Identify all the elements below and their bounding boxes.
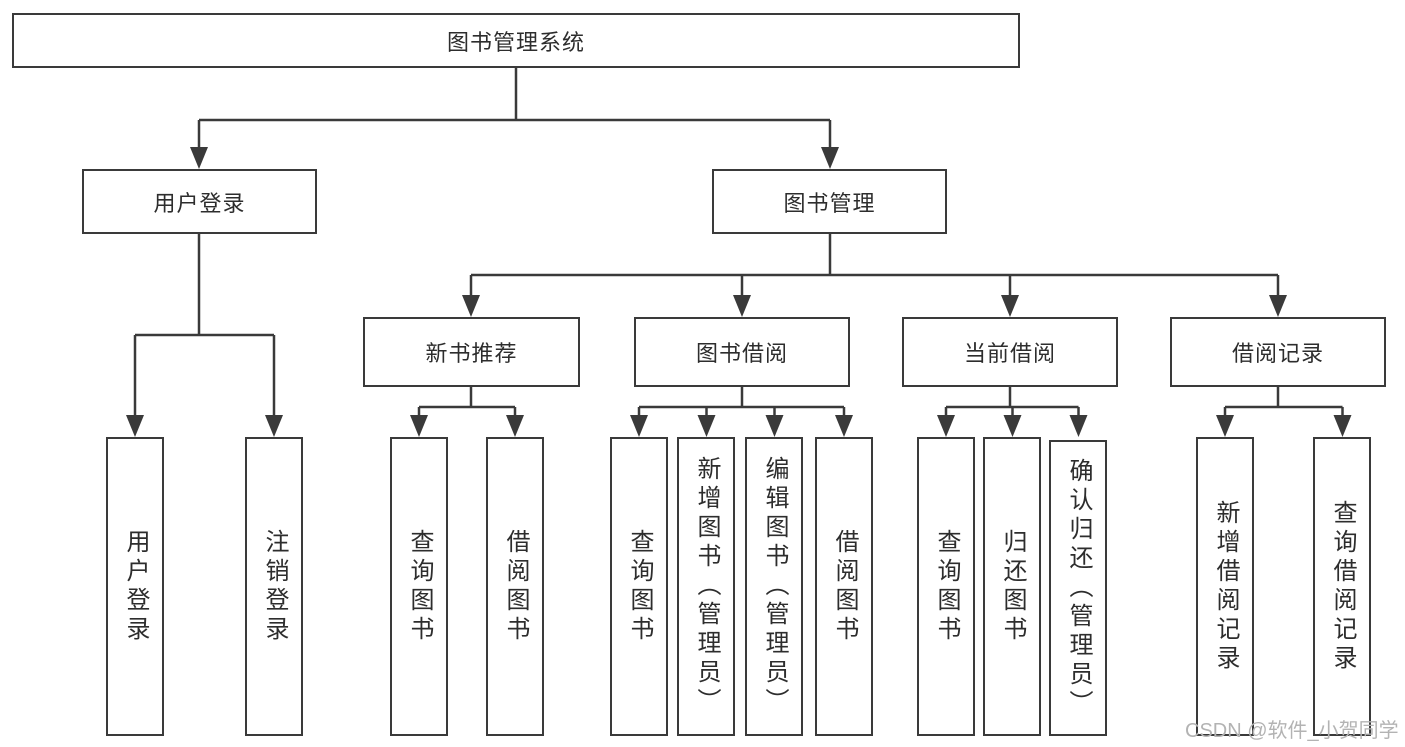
node-book-borrow: 图书借阅 xyxy=(634,317,850,387)
leaf-return-books: 归还图书 xyxy=(983,437,1041,736)
leaf-logout: 注销登录 xyxy=(245,437,303,736)
leaf-add-books-admin: 新增图书（管理员） xyxy=(677,437,735,736)
node-label: 图书管理 xyxy=(783,190,876,216)
leaf-confirm-return-admin: 确认归还（管理员） xyxy=(1049,440,1107,736)
node-book-management: 图书管理 xyxy=(712,169,947,234)
leaf-query-borrow-record: 查询借阅记录 xyxy=(1313,437,1371,736)
leaf-label: 用户登录 xyxy=(122,528,149,645)
leaf-label: 借阅图书 xyxy=(502,528,529,645)
node-new-book-recommend: 新书推荐 xyxy=(363,317,580,387)
leaf-add-borrow-record: 新增借阅记录 xyxy=(1196,437,1254,736)
node-current-borrow: 当前借阅 xyxy=(902,317,1118,387)
node-label: 图书借阅 xyxy=(695,341,788,366)
leaf-label: 归还图书 xyxy=(999,528,1026,645)
leaf-label: 查询图书 xyxy=(406,528,433,645)
leaf-label: 新增图书（管理员） xyxy=(693,456,720,717)
leaf-edit-books-admin: 编辑图书（管理员） xyxy=(745,437,803,736)
leaf-label: 查询图书 xyxy=(626,528,653,645)
leaf-borrow-books: 借阅图书 xyxy=(815,437,873,736)
node-label: 新书推荐 xyxy=(425,341,518,366)
leaf-label: 新增借阅记录 xyxy=(1212,499,1239,674)
node-label: 用户登录 xyxy=(153,190,246,216)
node-library-management-system: 图书管理系统 xyxy=(12,13,1020,68)
node-user-login: 用户登录 xyxy=(82,169,317,234)
leaf-query-books-current: 查询图书 xyxy=(917,437,975,736)
leaf-label: 借阅图书 xyxy=(831,528,858,645)
node-label: 图书管理系统 xyxy=(446,29,585,55)
leaf-label: 编辑图书（管理员） xyxy=(761,456,788,717)
leaf-label: 注销登录 xyxy=(261,528,288,645)
leaf-borrow-books-recommend: 借阅图书 xyxy=(486,437,544,736)
leaf-label: 确认归还（管理员） xyxy=(1065,457,1092,719)
leaf-label: 查询图书 xyxy=(933,528,960,645)
node-borrow-records: 借阅记录 xyxy=(1170,317,1386,387)
leaf-query-books-recommend: 查询图书 xyxy=(390,437,448,736)
leaf-user-login: 用户登录 xyxy=(106,437,164,736)
leaf-query-books-borrow: 查询图书 xyxy=(610,437,668,736)
leaf-label: 查询借阅记录 xyxy=(1329,499,1356,674)
node-label: 借阅记录 xyxy=(1231,341,1324,366)
node-label: 当前借阅 xyxy=(963,341,1056,366)
